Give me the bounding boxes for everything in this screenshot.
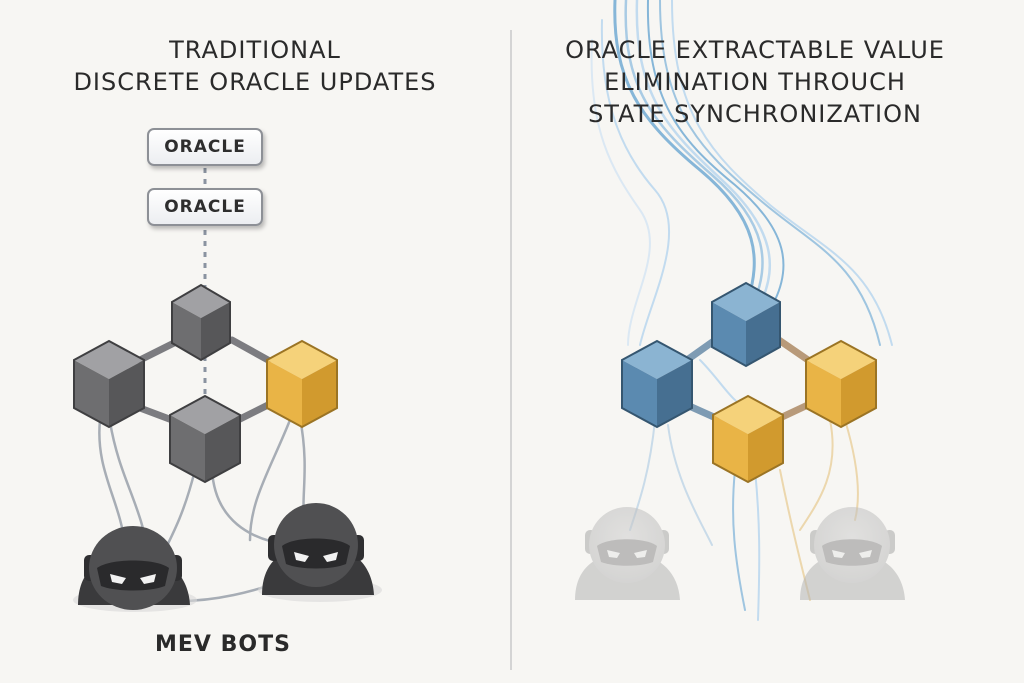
block-node-gold-bottom xyxy=(712,394,784,484)
mev-bot-avatar-left xyxy=(73,526,197,612)
oracle-box-bottom: ORACLE xyxy=(147,188,263,226)
block-node-left xyxy=(73,339,145,429)
right-title-line-3: STATE SYNCHRONIZATION xyxy=(588,100,922,128)
mev-bot-avatar-faded-right xyxy=(800,507,905,600)
oracle-box-top: ORACLE xyxy=(147,128,263,166)
left-title-line-1: TRADITIONAL xyxy=(169,36,341,64)
right-title-line-1: ORACLE EXTRACTABLE VALUE xyxy=(565,36,945,64)
block-node-top xyxy=(171,283,231,362)
block-node-blue-left xyxy=(621,339,693,429)
left-title-line-2: DISCRETE ORACLE UPDATES xyxy=(73,68,437,96)
mev-bots-caption: MEV BOTS xyxy=(155,632,291,657)
mev-bot-avatar-faded-left xyxy=(575,507,680,600)
right-title-line-2: ELIMINATION THROUCH xyxy=(604,68,906,96)
block-node-gold-right xyxy=(805,339,877,429)
block-node-bottom xyxy=(169,394,241,484)
block-node-blue-top xyxy=(711,281,781,368)
sync-flow-streams xyxy=(590,0,893,411)
block-node-gold-left xyxy=(266,339,338,429)
mev-bot-avatar-right xyxy=(258,503,382,602)
left-panel-title: TRADITIONAL DISCRETE ORACLE UPDATES xyxy=(30,34,480,98)
right-panel-title: ORACLE EXTRACTABLE VALUE ELIMINATION THR… xyxy=(520,34,990,130)
